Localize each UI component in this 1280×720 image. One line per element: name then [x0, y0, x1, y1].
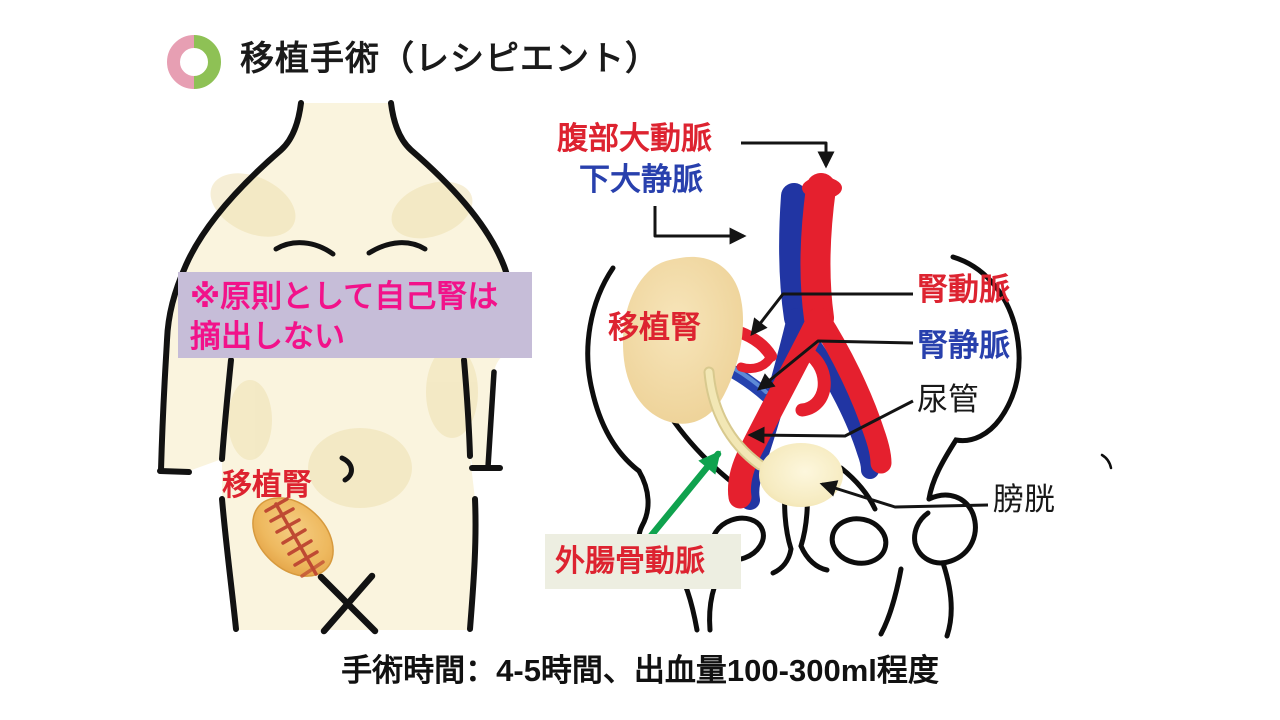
connector-renal-vein: [757, 339, 914, 391]
note-line-2: 摘出しない: [190, 318, 345, 354]
suture-line: [264, 497, 325, 578]
connector-aorta: [741, 141, 835, 169]
stray-mark: [1100, 453, 1113, 470]
label-bladder: 膀胱: [993, 482, 1055, 517]
skin-shading: [210, 173, 478, 508]
internal-iliac-artery: [794, 342, 831, 417]
ureter: [703, 366, 766, 471]
label-transplant-kidney-diagram: 移植腎: [608, 310, 701, 345]
label-abdominal-aorta: 腹部大動脈: [557, 121, 712, 156]
label-transplant-kidney-body: 移植腎: [222, 469, 312, 502]
label-renal-vein: 腎静脈: [917, 328, 1010, 363]
incision-x-mark: [317, 572, 379, 635]
bladder: [759, 443, 843, 507]
title-donut-icon: [167, 35, 221, 89]
green-arrow: [646, 450, 722, 541]
label-connectors: [653, 141, 989, 509]
label-ureter: 尿管: [917, 382, 979, 417]
transplant-kidney-left: [252, 497, 334, 578]
right-iliac-vein: [803, 336, 879, 479]
connector-ureter: [747, 399, 914, 444]
note-box: ※原則として自己腎は 摘出しない: [178, 272, 532, 358]
label-external-iliac-artery: 外腸骨動脈: [545, 534, 741, 589]
renal-artery-hook: [736, 351, 776, 374]
page-title: 移植手術（レシピエント）: [240, 40, 660, 78]
surgery-caption: 手術時間：4-5時間、出血量100-300ml程度: [341, 653, 939, 688]
abdominal-aorta: [800, 173, 836, 333]
connector-vena-cava: [653, 206, 747, 245]
note-line-1: ※原則として自己腎は: [190, 279, 499, 314]
label-inferior-vena-cava: 下大静脈: [579, 162, 703, 197]
torso-figure: [157, 100, 520, 635]
connector-renal-artery: [750, 292, 913, 337]
label-renal-artery: 腎動脈: [917, 272, 1010, 307]
inferior-vena-cava: [779, 183, 810, 331]
connector-bladder: [819, 480, 989, 509]
